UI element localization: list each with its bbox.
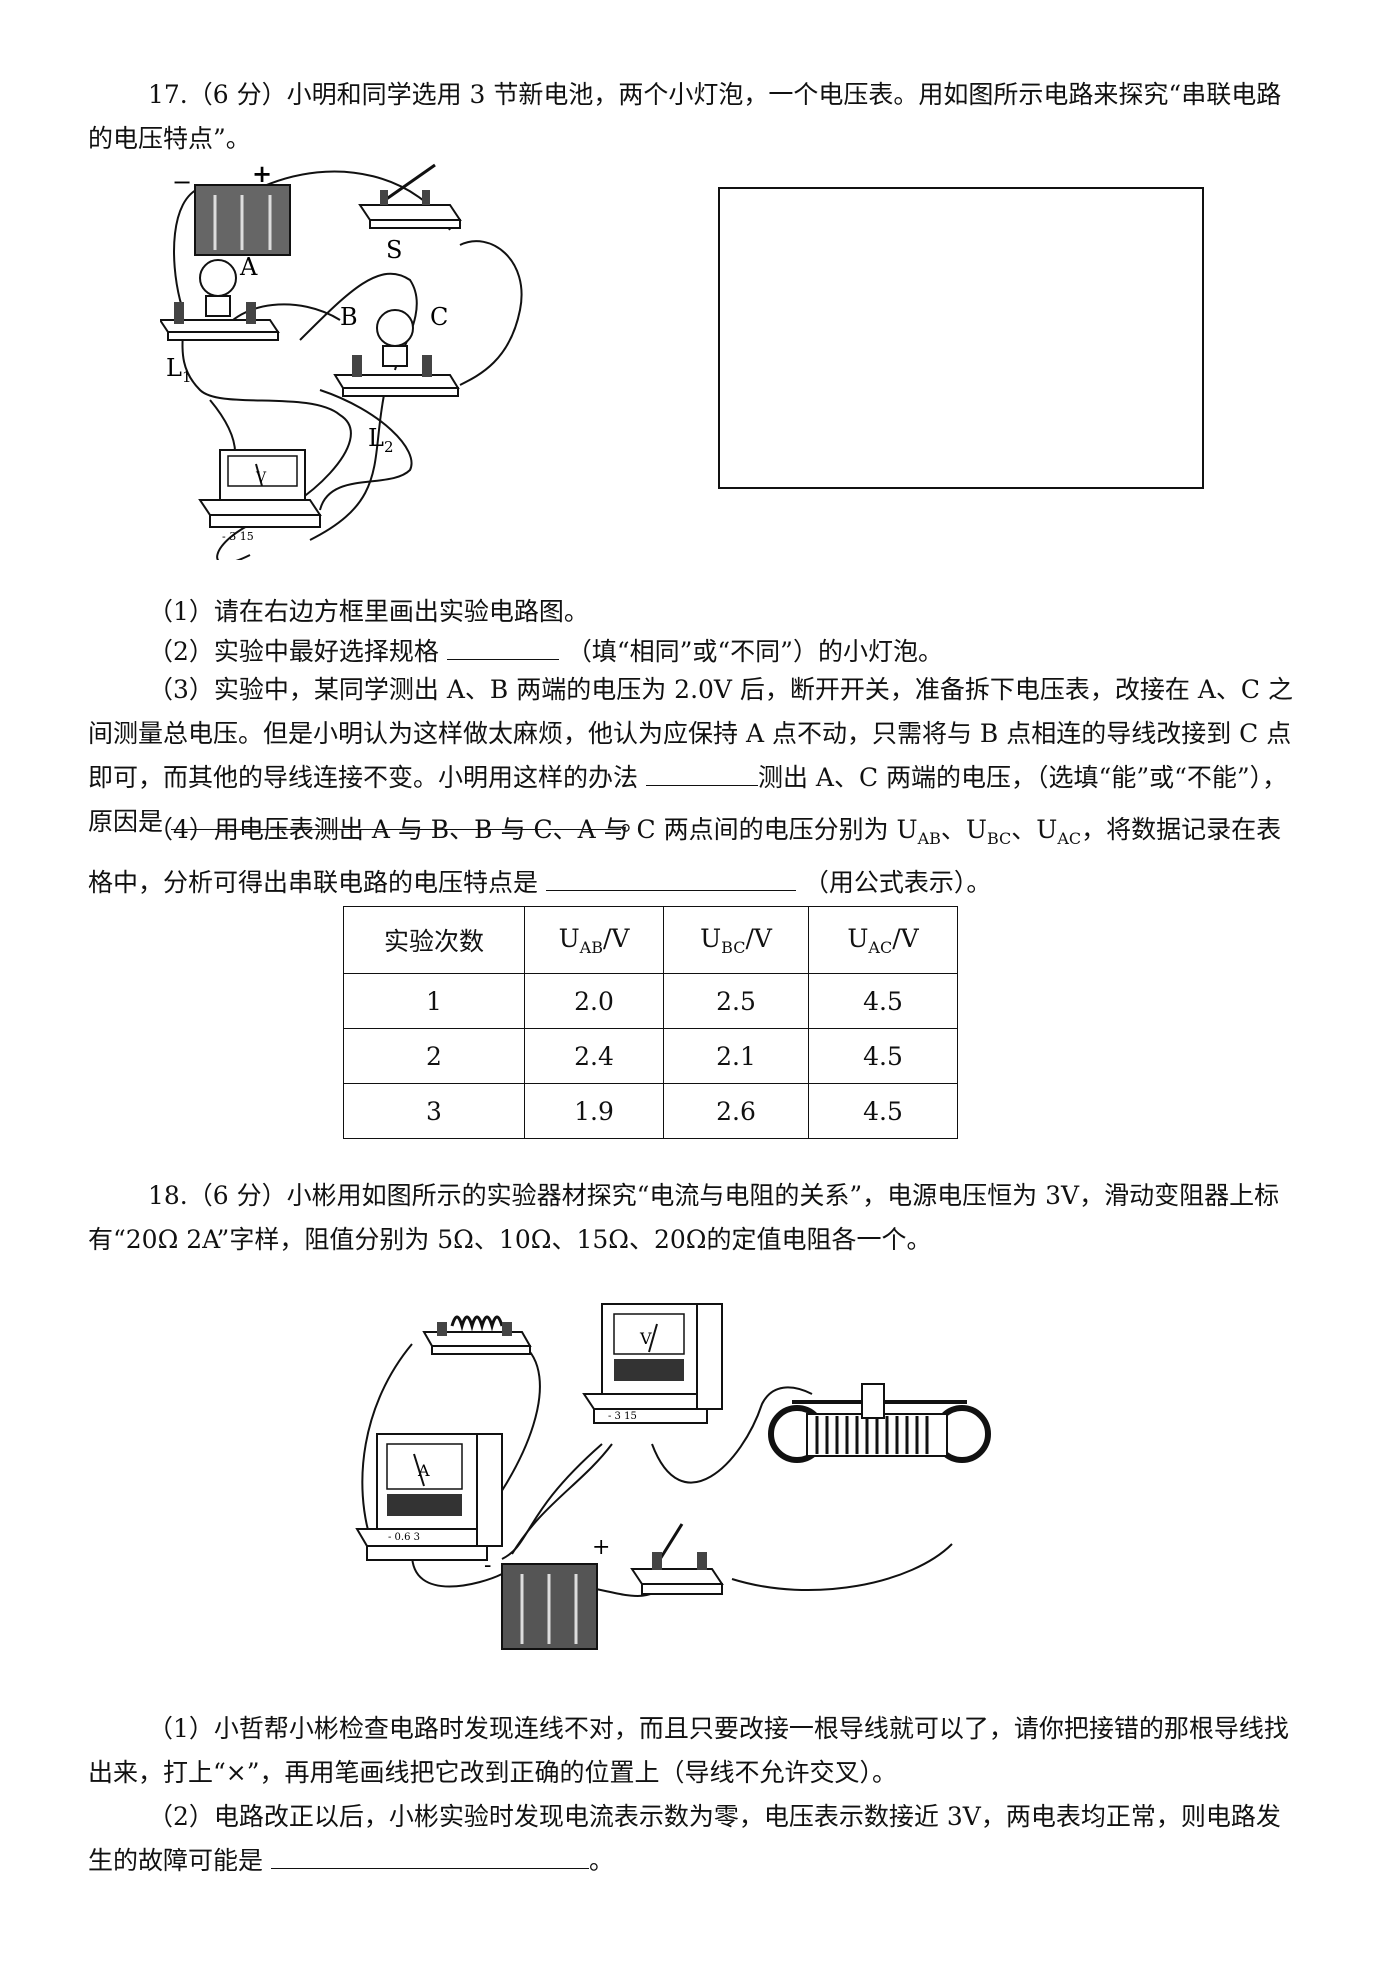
battery-minus-label: −	[172, 168, 192, 196]
table-cell: 1	[343, 973, 525, 1029]
q18-voltmeter	[582, 1303, 723, 1424]
table-header-cell: UAB/V	[524, 906, 664, 974]
q18-ammeter-terminals: - 0.6 3	[388, 1532, 420, 1543]
voltmeter-label: V	[255, 470, 267, 486]
q17-intro: 17.（6 分）小明和同学选用 3 节新电池，两个小灯泡，一个电压表。用如图所示…	[88, 80, 1282, 153]
table-cell: 2.1	[663, 1028, 809, 1084]
lamp1-label: L1	[166, 354, 191, 386]
table-row: 3 1.9 2.6 4.5	[343, 1083, 958, 1139]
q17-blank-can[interactable]	[645, 763, 758, 786]
table-header-cell: UAC/V	[808, 906, 958, 974]
table-cell: 4.5	[808, 1083, 958, 1139]
q18-voltmeter-terminals: - 3 15	[608, 1411, 637, 1422]
q18-voltmeter-label: V	[639, 1329, 652, 1348]
table-header-cell: UBC/V	[663, 906, 809, 974]
q17-part1: （1）请在右边方框里画出实验电路图。	[148, 597, 589, 626]
q18-ammeter-label: A	[417, 1461, 430, 1480]
fixed-resistor	[422, 1315, 532, 1355]
q18-circuit-figure: V - 3 15 A - 0.6 3	[355, 1303, 991, 1650]
table-cell: 2.0	[524, 973, 664, 1029]
voltage-data-table: 实验次数 UAB/V UBC/V UAC/V 1 2.0 2.5 4.5 2 2…	[343, 906, 958, 1139]
lamp-l2	[333, 309, 460, 397]
q17-blank-reason[interactable]	[170, 807, 621, 830]
table-cell: 2	[343, 1028, 525, 1084]
q18-battery-minus: -	[484, 1553, 491, 1578]
switch-label: S	[386, 236, 402, 264]
q17-part2: （2）实验中最好选择规格 （填“相同”或“不同”）的小灯泡。	[148, 637, 943, 666]
lamp-l1	[160, 259, 280, 341]
table-header-row: 实验次数 UAB/V UBC/V UAC/V	[343, 906, 958, 974]
q18-ammeter	[355, 1433, 503, 1561]
table-cell: 3	[343, 1083, 525, 1139]
circuit-drawing-box[interactable]	[718, 187, 1204, 489]
q18-battery-plus: +	[592, 1535, 610, 1560]
table-row: 1 2.0 2.5 4.5	[343, 973, 958, 1029]
table-cell: 1.9	[524, 1083, 664, 1139]
q17-blank-spec[interactable]	[446, 637, 559, 660]
q17-part4: （4）用电压表测出 A 与 B、B 与 C、A 与 C 两点间的电压分别为 UA…	[88, 815, 1282, 897]
table-row: 2 2.4 2.1 4.5	[343, 1028, 958, 1084]
point-c-label: C	[430, 303, 448, 331]
q18-part1: （1）小哲帮小彬检查电路时发现连线不对，而且只要改接一根导线就可以了，请你把接错…	[88, 1714, 1289, 1787]
table-cell: 2.5	[663, 973, 809, 1029]
battery-plus-label: +	[252, 160, 272, 188]
q17-part3: （3）实验中，某同学测出 A、B 两端的电压为 2.0V 后，断开开关，准备拆下…	[88, 675, 1294, 836]
point-a-label: A	[239, 253, 258, 281]
voltmeter	[198, 449, 322, 528]
table-cell: 4.5	[808, 1028, 958, 1084]
q18-switch	[630, 1523, 724, 1595]
table-cell: 2.4	[524, 1028, 664, 1084]
q18-battery-pack	[501, 1563, 598, 1650]
lamp2-label: L2	[368, 424, 393, 456]
q17-blank-formula[interactable]	[545, 868, 796, 891]
voltmeter-terminals: - 3 15	[222, 530, 254, 543]
switch-s	[358, 163, 462, 229]
q17-circuit-figure: − + S A L1 B	[160, 160, 523, 560]
table-cell: 2.6	[663, 1083, 809, 1139]
point-b-label: B	[340, 303, 358, 331]
q18-blank-fault[interactable]	[270, 1846, 589, 1869]
table-header-cell: 实验次数	[343, 906, 525, 974]
q18-part2: （2）电路改正以后，小彬实验时发现电流表示数为零，电压表示数接近 3V，两电表均…	[88, 1802, 1281, 1875]
table-cell: 4.5	[808, 973, 958, 1029]
q18-intro: 18.（6 分）小彬用如图所示的实验器材探究“电流与电阻的关系”，电源电压恒为 …	[88, 1181, 1280, 1254]
sliding-rheostat	[768, 1383, 991, 1463]
